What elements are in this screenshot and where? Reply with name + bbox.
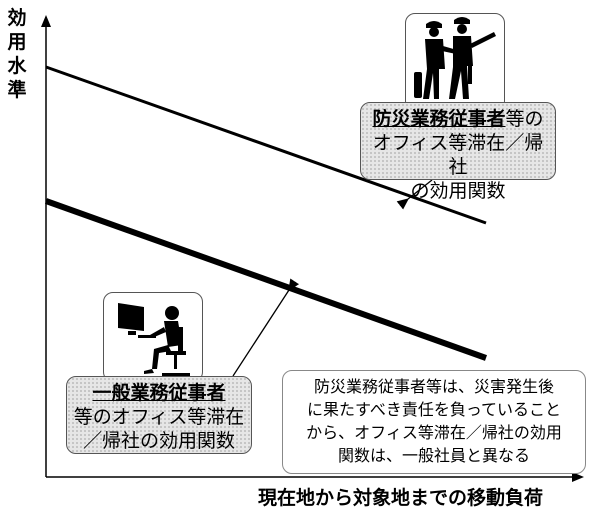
- disaster-leader-arrow: [396, 179, 433, 210]
- firefighters-icon: [414, 17, 496, 99]
- disaster-box-line3: の効用関数: [410, 180, 506, 202]
- explanation-note: 防災業務従事者等は、災害発生後 に果たすべき責任を負っていること から、オフィス…: [282, 370, 586, 474]
- disaster-box-line1: 防災業務従事者等の: [367, 107, 549, 131]
- y-axis-label-char: 水: [7, 55, 27, 77]
- general-box-line2: 等のオフィス等滞在: [73, 406, 245, 428]
- disaster-box-suffix: 等の: [505, 108, 544, 130]
- general-leader-arrow: [232, 278, 300, 377]
- general-utility-line: [44, 198, 488, 361]
- y-axis-label-char: 準: [7, 79, 27, 101]
- general-box-line1: 一般業務従事者: [73, 381, 245, 405]
- disaster-utility-line: [45, 65, 487, 225]
- disaster-box-line2: オフィス等滞在／帰社: [372, 132, 544, 178]
- general-box-line3: ／帰社の効用関数: [82, 430, 235, 452]
- general-worker-term: 一般業務従事者: [92, 382, 226, 404]
- general-worker-label-box: 一般業務従事者 等のオフィス等滞在 ／帰社の効用関数: [66, 376, 252, 454]
- note-line: から、オフィス等滞在／帰社の効用: [306, 423, 562, 442]
- disaster-worker-term: 防災業務従事者: [372, 108, 506, 130]
- y-axis-label: 効 用 水 準: [4, 6, 30, 102]
- disaster-worker-label-box: 防災業務従事者等の オフィス等滞在／帰社 の効用関数: [360, 102, 556, 202]
- x-axis-label: 現在地から対象地までの移動負荷: [258, 487, 544, 509]
- note-line: に果たすべき責任を負っていること: [306, 400, 562, 419]
- note-line: 関数は、一般社員と異なる: [337, 446, 530, 465]
- firefighter-image-frame: [405, 13, 505, 111]
- office-worker-icon: [118, 303, 190, 379]
- y-axis-arrowhead: [41, 15, 51, 27]
- x-axis-arrowhead: [572, 472, 584, 482]
- office-worker-image-frame: [103, 292, 203, 382]
- y-axis-label-char: 用: [7, 31, 27, 53]
- y-axis-label-char: 効: [7, 7, 27, 29]
- note-line: 防災業務従事者等は、災害発生後: [313, 377, 554, 396]
